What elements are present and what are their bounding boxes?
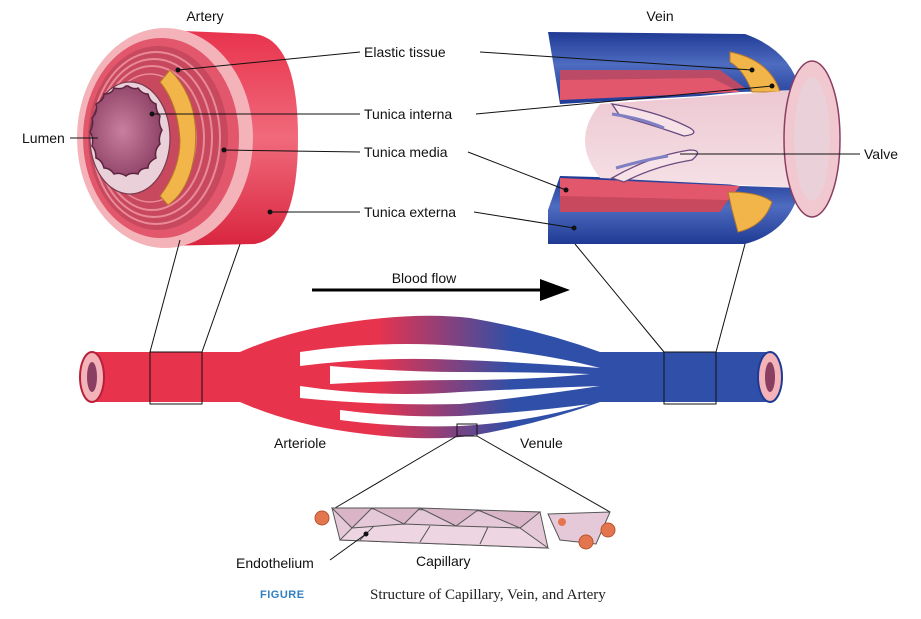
label-capillary: Capillary	[416, 553, 470, 569]
label-arteriole: Arteriole	[274, 435, 326, 451]
vein-valve-upper	[610, 103, 695, 137]
artery-elastic-layer	[159, 69, 197, 206]
label-blood-flow: Blood flow	[392, 270, 457, 286]
label-elastic-tissue: Elastic tissue	[364, 44, 446, 60]
label-endothelium: Endothelium	[236, 555, 314, 571]
venule-zoom-box	[663, 351, 717, 405]
label-venule: Venule	[520, 435, 563, 451]
artery-cross-section	[77, 28, 298, 248]
leader-lines	[70, 51, 860, 561]
label-tunica-interna: Tunica interna	[364, 106, 452, 122]
label-tunica-externa: Tunica externa	[364, 204, 456, 220]
blood-flow-arrow	[312, 279, 570, 301]
label-tunica-media: Tunica media	[364, 144, 448, 160]
vessel-network	[79, 315, 783, 439]
label-valve: Valve	[864, 146, 898, 162]
label-vein: Vein	[646, 8, 673, 24]
caption-text: Structure of Capillary, Vein, and Artery	[370, 587, 606, 603]
label-artery: Artery	[186, 8, 223, 24]
artery-lumen	[89, 85, 163, 177]
vein-cross-section	[548, 32, 841, 244]
capillary-detail	[314, 507, 616, 550]
caption-figure-label: FIGURE	[260, 589, 305, 601]
zoom-connectors	[149, 239, 746, 513]
capillary-zoom-box	[456, 423, 478, 437]
arteriole-zoom-box	[149, 351, 203, 405]
label-lumen: Lumen	[22, 130, 65, 146]
